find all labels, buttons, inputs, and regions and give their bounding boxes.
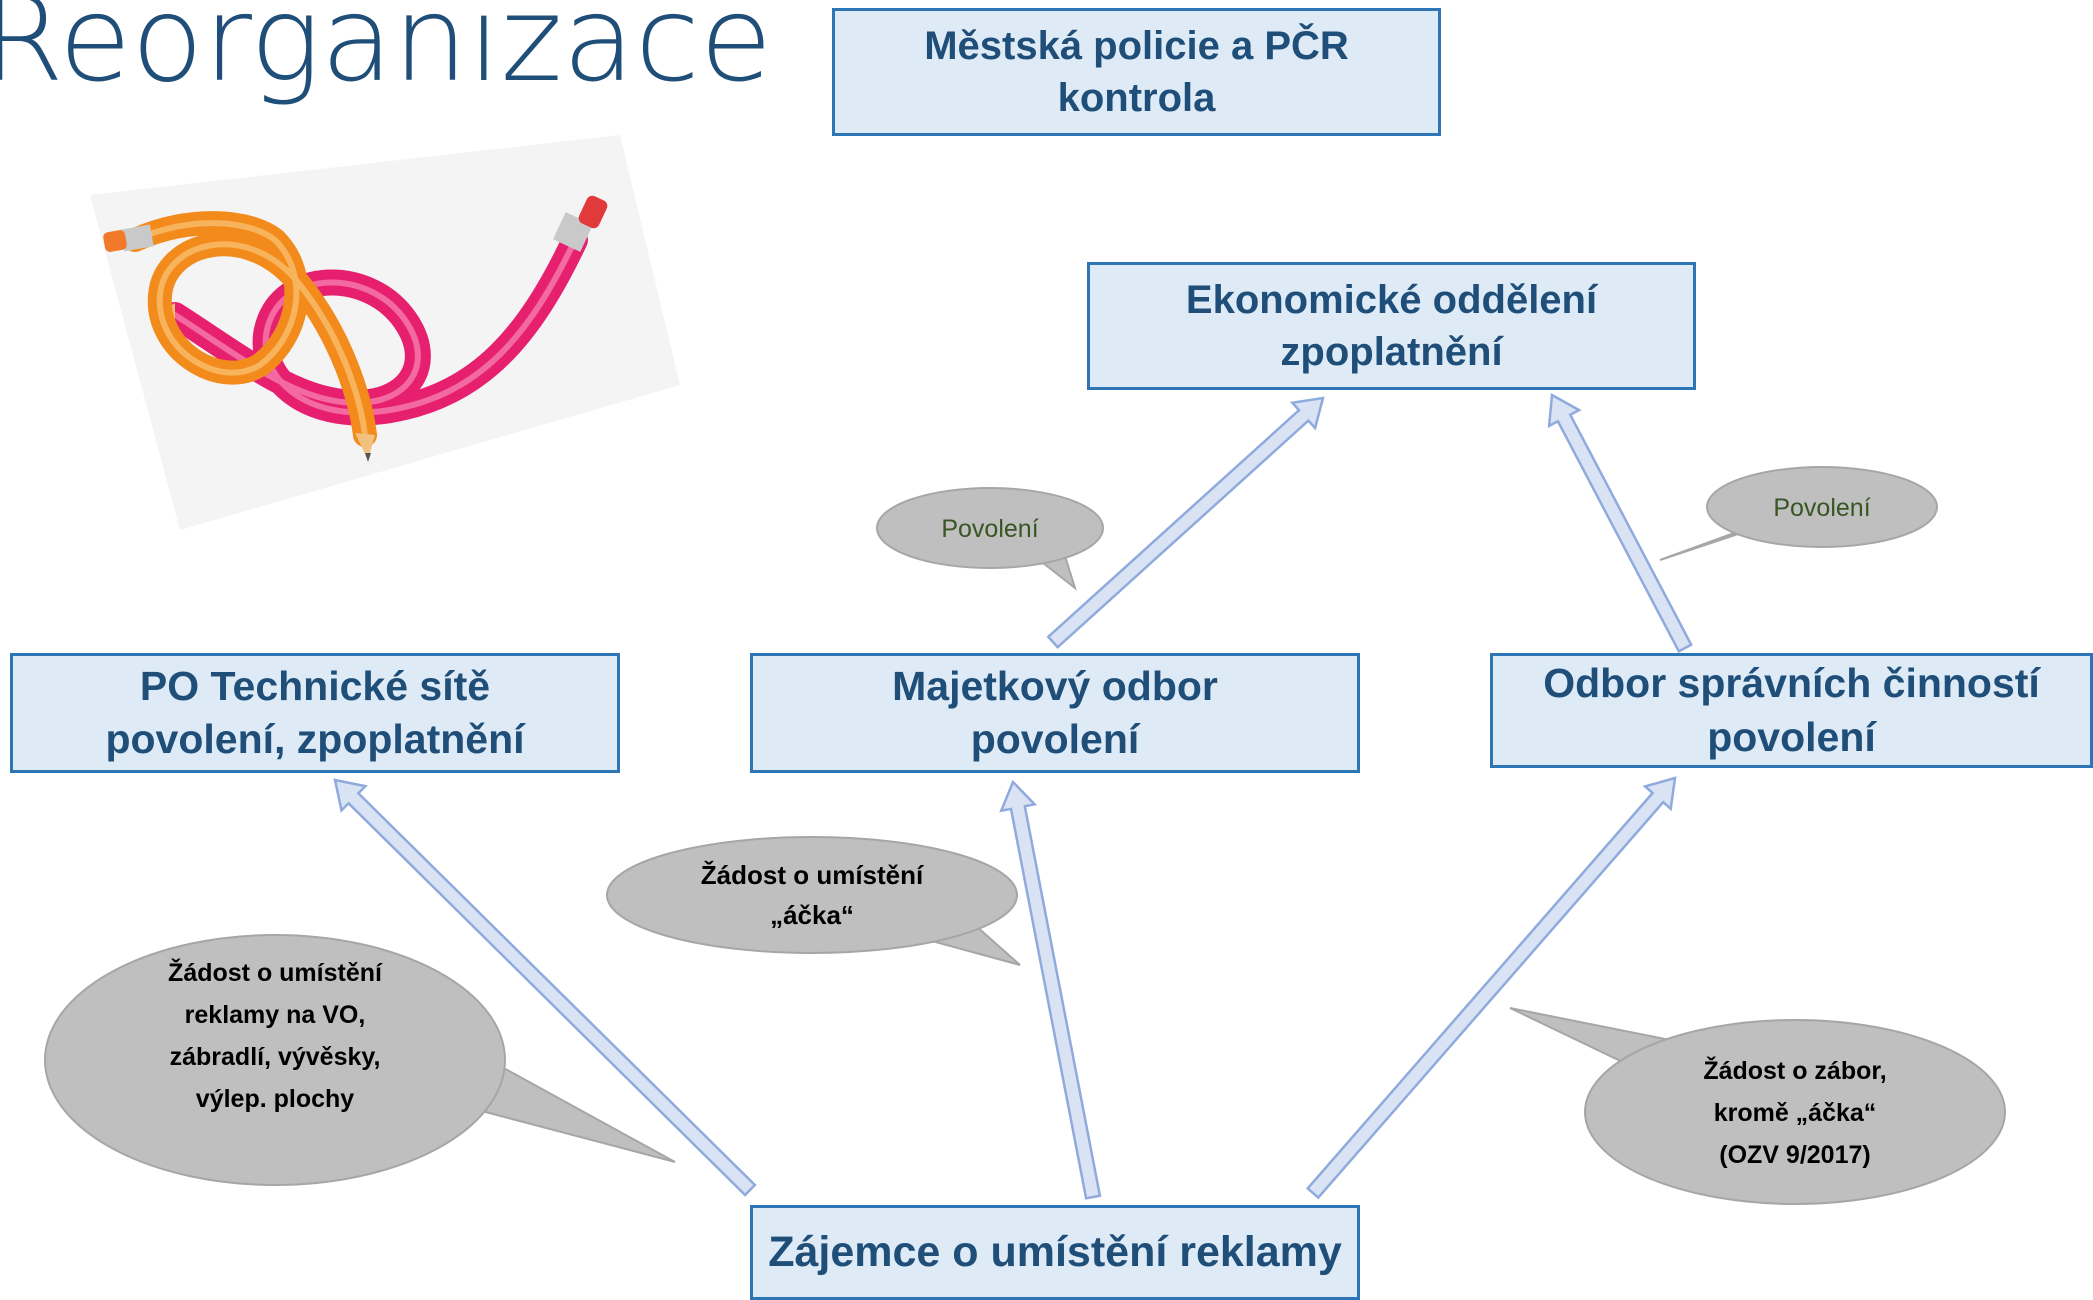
box-ekonomicke-oddeleni: Ekonomické oddělení zpoplatnění (1087, 262, 1696, 390)
bubble-zadost-zabor-text: Žádost o zábor, (1703, 1055, 1886, 1085)
box-majetkovy-line1: Majetkový odbor (892, 662, 1218, 709)
bubble-povoleni-right: Povolení (1659, 466, 1938, 561)
box-mestska-policie-line2: kontrola (1057, 76, 1216, 120)
box-odbor-spravnich-cinnosti: Odbor správních činností povolení (1490, 653, 2093, 768)
box-odbor-spravnich-line1: Odbor správních činností (1543, 660, 2040, 707)
bubble-zadost-acka-text: Žádost o umístění (701, 860, 924, 890)
bubble-zadost-reklamy-text: reklamy na VO, (185, 1001, 366, 1029)
bubble-povoleni-left: Povolení (876, 487, 1104, 591)
bubble-zadost-zabor: Žádost o zábor, kromě „áčka“ (OZV 9/2017) (1509, 1007, 2006, 1205)
bubble-povoleni-right-text: Povolení (1773, 494, 1870, 522)
box-po-technicke-line1: PO Technické sítě (139, 662, 491, 709)
arrow-majetkovy-to-ekonomicke (1046, 396, 1325, 649)
box-po-technicke-line2: povolení, zpoplatnění (105, 716, 525, 762)
box-mestska-policie: Městská policie a PČR kontrola (832, 8, 1441, 136)
box-ekonomicke-line2: zpoplatnění (1280, 330, 1503, 374)
bubble-zadost-zabor-text: (OZV 9/2017) (1719, 1141, 1870, 1169)
box-odbor-spravnich-line2: povolení (1707, 713, 1876, 760)
box-mestska-policie-line1: Městská policie a PČR (924, 24, 1349, 68)
page-title: Reorganizace (0, 0, 773, 108)
box-majetkovy-line2: povolení (970, 716, 1140, 762)
bubble-zadost-acka: Žádost o umístění „áčka“ (606, 836, 1021, 966)
bent-pencils-icon (90, 135, 680, 530)
bubble-povoleni-left-text: Povolení (941, 515, 1038, 543)
box-zajemce: Zájemce o umístění reklamy (750, 1205, 1360, 1300)
box-majetkovy-odbor: Majetkový odbor povolení (750, 653, 1360, 773)
box-po-technicke-site: PO Technické sítě povolení, zpoplatnění (10, 653, 620, 773)
arrow-zajemce-to-majetkovy (999, 779, 1102, 1200)
arrow-zajemce-to-po-technicke (333, 778, 757, 1197)
bubble-zadost-reklamy-text: výlep. plochy (196, 1085, 354, 1113)
arrow-odbor-spravnich-to-ekonomicke (1547, 392, 1693, 653)
box-ekonomicke-line1: Ekonomické oddělení (1185, 278, 1598, 322)
arrow-zajemce-to-odbor-spravnich (1305, 776, 1677, 1200)
bubble-zadost-reklamy-text: zábradlí, vývěsky, (170, 1043, 381, 1071)
bubble-zadost-reklamy: Žádost o umístění reklamy na VO, zábradlí,… (44, 934, 676, 1186)
bubble-zadost-zabor-text: kromě „áčka“ (1714, 1099, 1877, 1127)
box-zajemce-line1: Zájemce o umístění reklamy (768, 1227, 1342, 1276)
bubble-zadost-acka-text: „áčka“ (770, 900, 854, 930)
bubble-zadost-reklamy-text: Žádost o umístění (168, 957, 383, 987)
